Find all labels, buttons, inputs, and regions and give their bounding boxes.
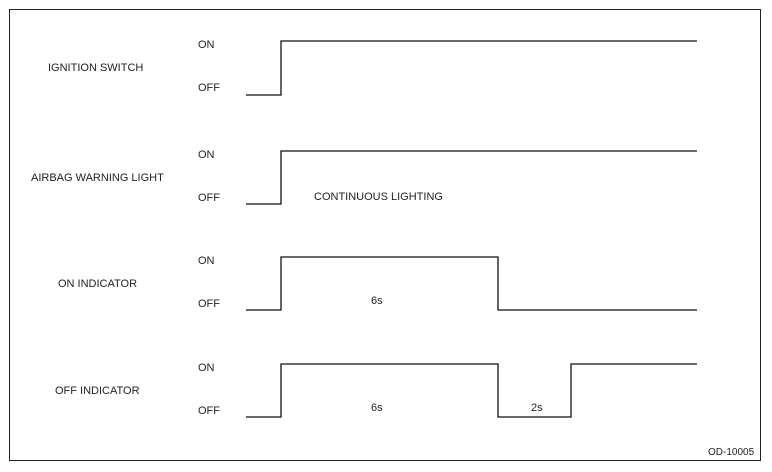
signal-name-on-indicator: ON INDICATOR [58,278,138,290]
on-label: ON [198,362,215,374]
duration-label-6s: 6s [371,402,383,414]
on-label: ON [198,39,215,51]
off-label: OFF [198,192,220,204]
waveform-airbag-warning-light [246,150,697,205]
duration-label-6s: 6s [371,295,383,307]
continuous-lighting-note: CONTINUOUS LIGHTING [314,191,443,203]
signal-name-ignition-switch: IGNITION SWITCH [48,62,144,74]
off-label: OFF [198,405,220,417]
diagram-frame [9,9,761,461]
on-label: ON [198,149,215,161]
waveform-ignition-switch [246,40,697,96]
off-label: OFF [198,82,220,94]
signal-name-off-indicator: OFF INDICATOR [55,385,140,397]
signal-name-airbag-warning-light: AIRBAG WARNING LIGHT [31,172,164,184]
waveform-on-indicator [246,256,697,311]
figure-id: OD-10005 [708,447,755,458]
waveform-off-indicator [246,363,697,418]
on-label: ON [198,255,215,267]
off-label: OFF [198,298,220,310]
duration-label-2s: 2s [531,402,543,414]
